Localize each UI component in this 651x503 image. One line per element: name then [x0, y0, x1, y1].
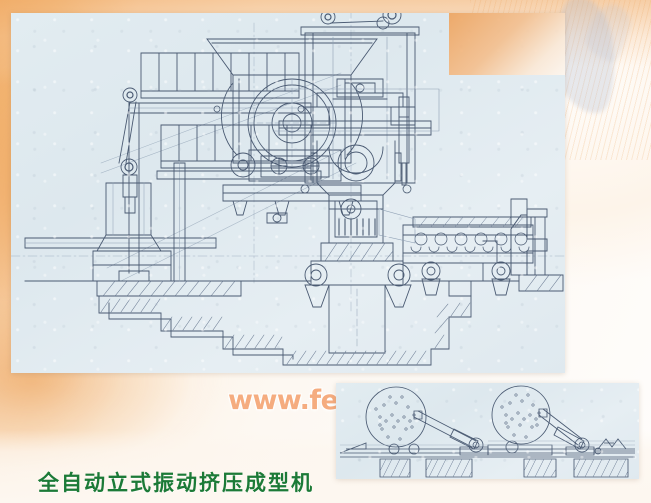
- main-panel-corner-overlay: [449, 13, 565, 75]
- product-title-caption: 全自动立式振动挤压成型机: [38, 471, 314, 495]
- main-blueprint-svg: [11, 13, 565, 366]
- inset-blueprint-svg: [339, 385, 635, 478]
- inset-blueprint-panel[interactable]: [336, 383, 639, 479]
